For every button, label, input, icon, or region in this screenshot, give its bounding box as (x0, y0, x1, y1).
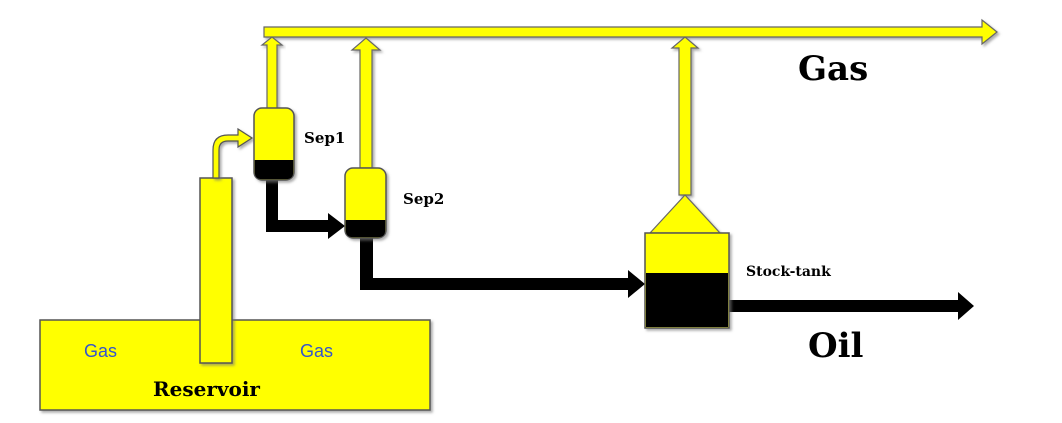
stock-tank (644, 232, 730, 329)
sep1-vessel (253, 107, 295, 181)
reservoir-label: Reservoir (153, 377, 260, 401)
sep1-gas-riser (260, 36, 284, 111)
gas-title: Gas (798, 49, 868, 89)
sep1-label: Sep1 (304, 129, 345, 147)
reservoir-gas-right-label: Gas (300, 341, 333, 361)
sep1-to-sep2-oil-line (266, 180, 345, 239)
reservoir (39, 319, 431, 411)
well-tubing (199, 177, 233, 364)
gas-header-arrow (263, 18, 998, 46)
well-to-sep1-arrow (212, 127, 254, 179)
oil-title: Oil (808, 326, 864, 366)
sep2-vessel (344, 167, 387, 239)
reservoir-gas-left-label: Gas (84, 341, 117, 361)
stock-tank-gas-riser (670, 36, 700, 196)
sep2-gas-riser (350, 37, 382, 169)
stock-tank-hood (648, 194, 722, 234)
sep2-label: Sep2 (403, 190, 444, 208)
sep2-to-stock-tank-oil-line (360, 238, 645, 298)
stock-tank-label: Stock-tank (746, 264, 831, 280)
oil-outlet-arrow (728, 292, 974, 320)
